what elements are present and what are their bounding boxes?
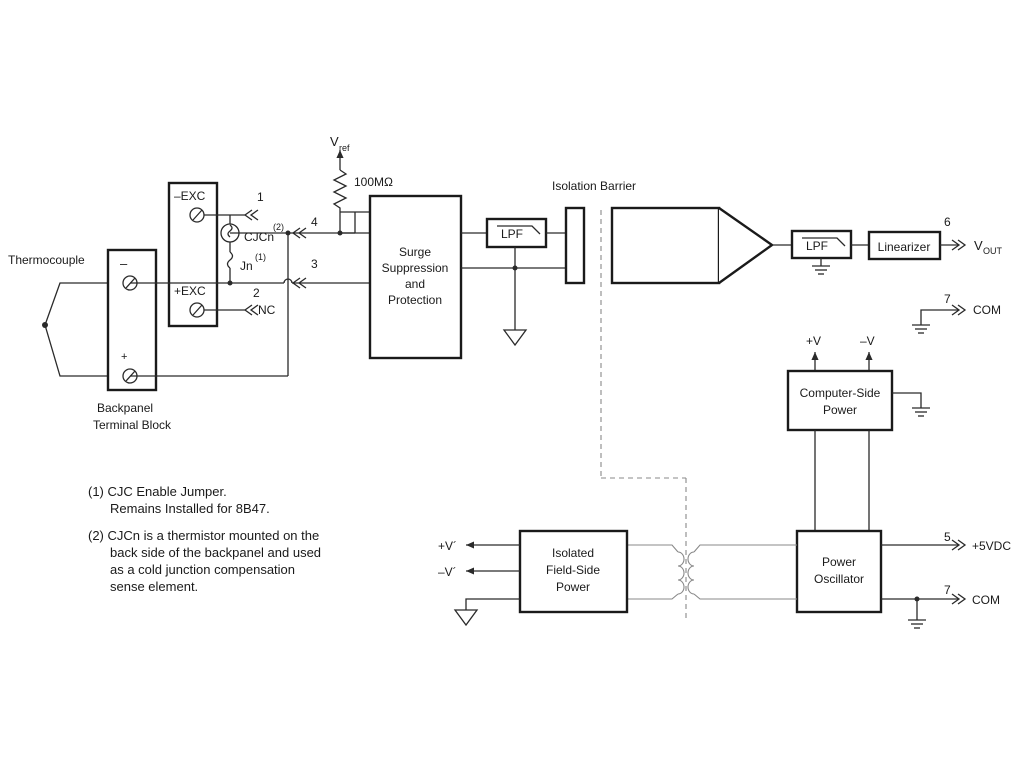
field-power-line2: Field-Side [546, 563, 600, 577]
resistor-100m [332, 169, 348, 233]
exc-pos-label: +EXC [174, 284, 206, 298]
com-connector-bottom [951, 593, 967, 605]
com-label-bottom: COM [972, 593, 1000, 607]
note-1-line2: Remains Installed for 8B47. [110, 501, 270, 516]
minus-v-label: –V [860, 334, 875, 348]
amplifier-triangle [718, 207, 775, 284]
surge-suppression-block [368, 194, 463, 360]
surge-label-line4: Protection [388, 293, 442, 307]
plus5vdc-connector [951, 539, 967, 551]
exc-terminal-block [167, 181, 219, 328]
thermocouple-junction-dot [42, 322, 48, 328]
plus-v-label: +V [806, 334, 821, 348]
isolation-barrier-label: Isolation Barrier [552, 179, 636, 193]
computer-power-line1: Computer-Side [800, 386, 881, 400]
cjcn-label: CJCn [244, 230, 274, 244]
vref-subscript: ref [339, 143, 350, 153]
oscillator-line1: Power [822, 555, 856, 569]
minus-vprime-label: –V´ [438, 565, 457, 579]
pin-6-label: 6 [944, 215, 951, 229]
oscillator-line2: Oscillator [814, 572, 864, 586]
note-2-line1: (2) CJCn is a thermistor mounted on the [88, 528, 320, 543]
pin-7b-label: 7 [944, 583, 951, 597]
pin-4-label: 4 [311, 215, 318, 229]
computer-side-power-block [786, 369, 894, 432]
thermocouple-label: Thermocouple [8, 253, 85, 267]
exc-neg-label: –EXC [174, 189, 206, 203]
field-power-line3: Power [556, 580, 590, 594]
plus-vprime-label: +V´ [438, 539, 457, 553]
isolation-capacitor [564, 206, 586, 285]
pin-7a-label: 7 [944, 292, 951, 306]
surge-label-line2: Suppression [382, 261, 449, 275]
vout-connector [951, 239, 967, 251]
vref-label: V [330, 134, 339, 149]
resistor-label: 100MΩ [354, 175, 393, 189]
linearizer-label: Linearizer [878, 240, 931, 254]
ground-field-chassis [502, 329, 528, 347]
backpanel-label-line2: Terminal Block [93, 418, 172, 432]
vout-subscript: OUT [983, 246, 1003, 256]
ground-field-power [453, 609, 479, 627]
field-power-line1: Isolated [552, 546, 594, 560]
lpf-field-label: LPF [501, 227, 523, 241]
pin-5-label: 5 [944, 530, 951, 544]
note-1-line1: (1) CJC Enable Jumper. [88, 484, 227, 499]
cjcn-note-ref: (2) [273, 222, 284, 232]
pin-2-label: 2 [253, 286, 260, 300]
power-oscillator-block [795, 529, 883, 614]
terminal-minus-label: – [120, 256, 128, 271]
com-connector-top [951, 304, 967, 316]
note-2-line4: sense element. [110, 579, 199, 594]
com-label-top: COM [973, 303, 1001, 317]
vout-label: V [974, 238, 983, 253]
nc-label: NC [258, 303, 276, 317]
jn-label: Jn [240, 259, 253, 273]
surge-label-line3: and [405, 277, 425, 291]
note-2-line3: as a cold junction compensation [110, 562, 296, 577]
backpanel-terminal-block [106, 248, 158, 392]
jn-note-ref: (1) [255, 252, 266, 262]
lpf-computer-label: LPF [806, 239, 828, 253]
transformer-primary [677, 551, 685, 595]
terminal-plus-label: + [121, 351, 127, 363]
pin-1-label: 1 [257, 190, 264, 204]
note-2: (2) CJCn is a thermistor mounted on the … [88, 527, 321, 595]
computer-power-line2: Power [823, 403, 857, 417]
transformer-secondary [687, 551, 695, 595]
plus5vdc-label: +5VDC [972, 539, 1011, 553]
jn-jumper [226, 251, 234, 269]
note-2-line2: back side of the backpanel and used [110, 545, 322, 560]
backpanel-label-line1: Backpanel [97, 401, 153, 415]
pin-3-label: 3 [311, 257, 318, 271]
amplifier-body [610, 206, 721, 285]
note-1: (1) CJC Enable Jumper. Remains Installed… [88, 483, 270, 517]
isolated-field-side-power-block [518, 529, 629, 614]
surge-label-line1: Surge [399, 245, 431, 259]
